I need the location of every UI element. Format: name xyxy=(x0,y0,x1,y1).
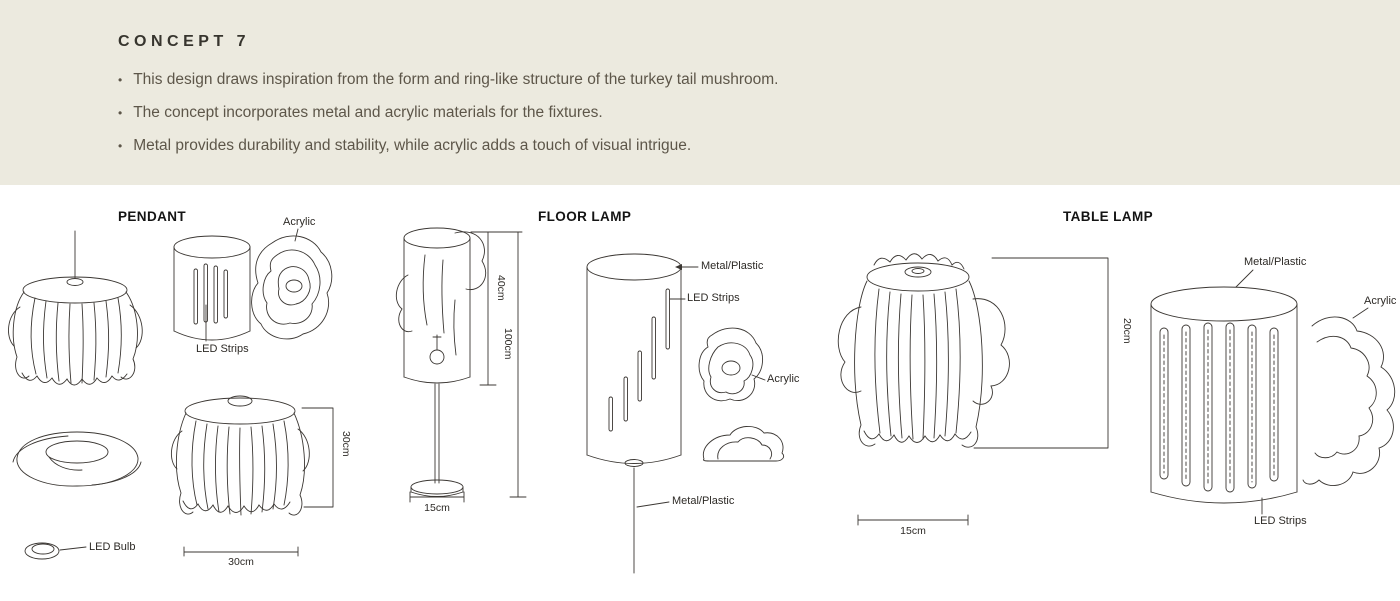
section-title-pendant: PENDANT xyxy=(118,209,187,224)
bullet-dot: • xyxy=(118,106,123,120)
label-pendant-led-bulb: LED Bulb xyxy=(89,541,136,553)
page-title: CONCEPT 7 xyxy=(118,33,251,50)
pendant-hanging-lamp-sketch xyxy=(8,230,143,386)
dimension-table-width: 15cm xyxy=(900,525,926,537)
table-acrylic-blob-sketch xyxy=(1302,307,1396,487)
bullet-item: • The concept incorporates metal and acr… xyxy=(118,103,1360,123)
dimension-pendant-width: 30cm xyxy=(228,556,254,568)
label-floor-metal-plastic-top: Metal/Plastic xyxy=(701,260,764,272)
bullet-item: • Metal provides durability and stabilit… xyxy=(118,136,1360,156)
sketch-area: PENDANT FLOOR LAMP TABLE LAMP Acrylic LE… xyxy=(0,185,1400,601)
label-pendant-acrylic: Acrylic xyxy=(283,216,316,228)
pendant-dimensioned-lamp-sketch xyxy=(171,395,334,557)
label-table-acrylic: Acrylic xyxy=(1364,295,1397,307)
concept-sketches xyxy=(8,227,1396,574)
bullet-dot: • xyxy=(118,139,123,153)
label-floor-led-strips: LED Strips xyxy=(687,292,740,304)
bullet-text: Metal provides durability and stability,… xyxy=(133,137,692,154)
pendant-metal-cylinder-sketch xyxy=(173,235,251,342)
label-table-metal-plastic: Metal/Plastic xyxy=(1244,256,1307,268)
floor-cylinder-sketch xyxy=(586,253,766,574)
led-bulb-sketch xyxy=(24,542,87,560)
dimension-pendant-height: 30cm xyxy=(340,431,352,457)
label-table-led-strips: LED Strips xyxy=(1254,515,1307,527)
label-pendant-led-strips: LED Strips xyxy=(196,343,249,355)
label-floor-metal-plastic-bottom: Metal/Plastic xyxy=(672,495,735,507)
bullet-dot: • xyxy=(118,73,123,87)
pendant-ring-sketch xyxy=(12,431,142,487)
dimension-floor-base-width: 15cm xyxy=(424,502,450,514)
bullet-item: • This design draws inspiration from the… xyxy=(118,70,1360,90)
dimension-table-height: 20cm xyxy=(1121,318,1133,344)
floor-acrylic-blobs-sketch xyxy=(698,327,785,462)
bullet-text: This design draws inspiration from the f… xyxy=(133,71,779,88)
bullet-text: The concept incorporates metal and acryl… xyxy=(133,104,603,121)
label-floor-acrylic: Acrylic xyxy=(767,373,800,385)
floor-lamp-sketch xyxy=(395,227,527,503)
section-title-table-lamp: TABLE LAMP xyxy=(1063,209,1153,224)
concept-header: CONCEPT 7 • This design draws inspiratio… xyxy=(0,0,1400,185)
table-lamp-sketch xyxy=(837,253,1109,526)
table-cylinder-sketch xyxy=(1150,269,1298,515)
section-title-floor-lamp: FLOOR LAMP xyxy=(538,209,632,224)
dimension-floor-shade-height: 40cm xyxy=(495,275,507,301)
bullet-list: • This design draws inspiration from the… xyxy=(118,70,1360,156)
pendant-acrylic-blob-sketch xyxy=(251,228,333,340)
dimension-floor-total-height: 100cm xyxy=(502,328,514,360)
